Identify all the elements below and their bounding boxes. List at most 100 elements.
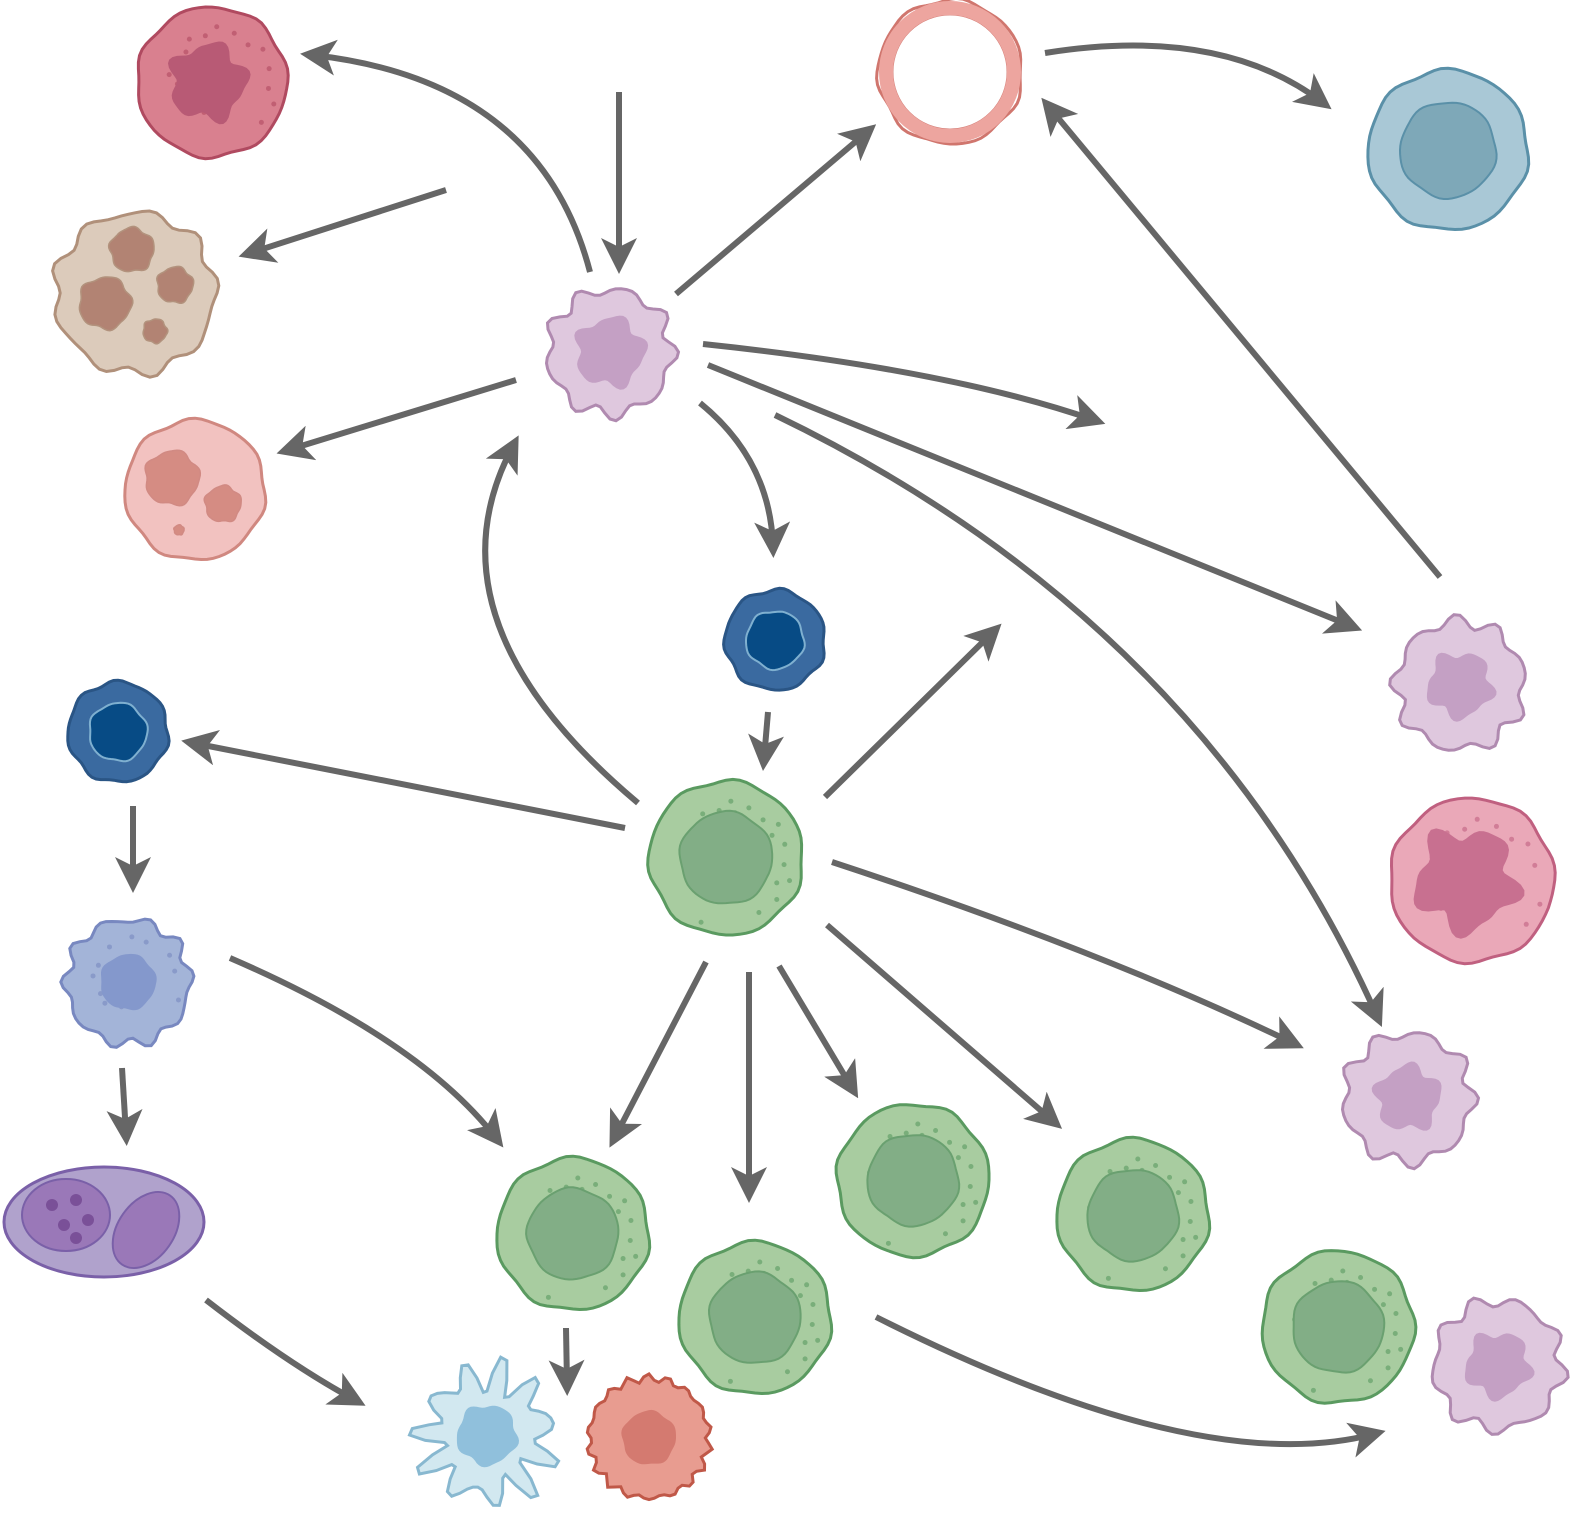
nucleus	[678, 809, 774, 905]
arrow	[706, 362, 1363, 634]
granule	[46, 1199, 58, 1211]
green-cell-2	[834, 1103, 991, 1260]
granule	[627, 1238, 633, 1244]
granule	[1523, 921, 1529, 927]
arrow	[1044, 42, 1332, 110]
granule	[1398, 1346, 1404, 1352]
nucleus	[745, 610, 806, 672]
granule	[700, 811, 706, 817]
nucleus	[1426, 652, 1497, 722]
granule	[698, 919, 704, 925]
granule	[186, 36, 192, 42]
granule	[602, 1285, 608, 1291]
granule	[746, 805, 752, 811]
arrow	[773, 412, 1384, 1027]
granule	[1493, 823, 1499, 829]
granule	[1182, 1179, 1188, 1185]
granule	[1180, 1237, 1186, 1243]
arrows-layer	[106, 39, 1443, 1458]
granule	[973, 1199, 979, 1205]
arrow	[548, 1327, 585, 1396]
nucleus	[1398, 101, 1498, 200]
granule	[1167, 1174, 1173, 1180]
nucleus	[1086, 1169, 1181, 1263]
granule	[789, 1277, 795, 1283]
granule	[760, 817, 766, 823]
granule	[1340, 1268, 1346, 1274]
granule	[1358, 1275, 1364, 1281]
arrow	[228, 955, 504, 1148]
beige-cell	[51, 209, 221, 379]
granule	[815, 1337, 821, 1343]
granule	[1385, 1365, 1391, 1371]
granule	[728, 798, 734, 804]
granule	[593, 1182, 599, 1188]
granule	[628, 1217, 634, 1223]
granule	[1525, 841, 1531, 847]
granule	[1162, 1266, 1168, 1272]
granule	[960, 1202, 966, 1208]
arrow	[822, 623, 1002, 800]
granule	[1153, 1163, 1159, 1169]
arrow	[106, 1067, 143, 1146]
granule	[1462, 826, 1468, 832]
granule	[167, 952, 173, 958]
granule	[1392, 1331, 1398, 1337]
granule	[810, 1301, 816, 1307]
nucleus	[78, 276, 134, 332]
nucleus	[144, 449, 202, 507]
cells-layer	[2, 0, 1570, 1507]
granule	[615, 1209, 621, 1215]
granule	[727, 1378, 733, 1384]
granule	[1312, 1280, 1318, 1286]
granule	[1180, 1253, 1186, 1259]
granule	[98, 991, 104, 997]
granule	[781, 862, 787, 868]
granule	[782, 841, 788, 847]
granule	[802, 1340, 808, 1346]
dark-blue-small-cell-2	[66, 678, 171, 784]
granule	[775, 1266, 781, 1272]
granule	[1187, 1219, 1193, 1225]
green-cell-4	[677, 1238, 834, 1396]
nucleus	[142, 318, 169, 345]
granule	[774, 880, 780, 886]
granule	[1188, 1198, 1194, 1204]
granule	[202, 33, 208, 39]
granule	[967, 1184, 973, 1190]
arrow	[204, 1297, 366, 1406]
granule	[1387, 1291, 1393, 1297]
granule	[575, 1175, 581, 1181]
granule	[95, 962, 101, 968]
granule	[166, 72, 172, 78]
granule	[1385, 1349, 1391, 1355]
nucleus	[21, 1178, 111, 1252]
blue-large-cell	[1366, 66, 1531, 232]
granule	[129, 934, 135, 940]
arrow	[825, 922, 1063, 1129]
lilac-cell-right	[1388, 613, 1527, 752]
granule	[106, 944, 112, 950]
granule	[545, 1294, 551, 1300]
granule	[266, 66, 272, 72]
granule	[271, 101, 277, 107]
nucleus	[456, 1405, 519, 1468]
granule	[947, 1139, 953, 1145]
nucleus	[1371, 1061, 1442, 1131]
granule	[802, 1356, 808, 1362]
granule	[1509, 836, 1515, 842]
granule	[804, 1282, 810, 1288]
pink-neutrophil	[1389, 796, 1557, 966]
cell-ring	[879, 1, 1021, 143]
granule	[1532, 862, 1538, 868]
arrow	[482, 435, 640, 806]
granule	[809, 1322, 815, 1328]
lilac-cell-lower-2	[1430, 1296, 1570, 1436]
granule	[774, 896, 780, 902]
granule	[143, 939, 149, 945]
granule	[231, 30, 237, 36]
granule	[769, 832, 775, 838]
granule	[1310, 1387, 1316, 1393]
